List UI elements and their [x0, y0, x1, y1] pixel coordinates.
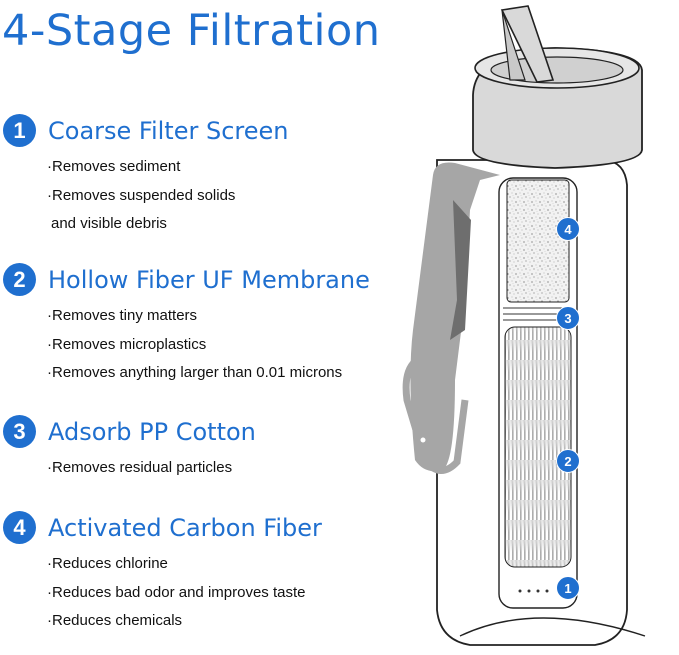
diagram-marker-3: 3 — [556, 306, 580, 330]
stage-1: 1 Coarse Filter Screen ·Removes sediment… — [0, 114, 289, 239]
stage-bullet: ·Removes suspended solids — [47, 186, 236, 204]
water-bottle-illustration — [402, 5, 646, 646]
stage-bullet: ·Reduces bad odor and improves taste — [47, 583, 306, 601]
stage-number-badge: 2 — [3, 263, 36, 296]
stage-title: Hollow Fiber UF Membrane — [48, 265, 370, 294]
stage-bullet: and visible debris — [51, 215, 167, 232]
stage-bullet: ·Removes sediment — [47, 158, 181, 175]
stage-4: 4 Activated Carbon Fiber ·Reduces chlori… — [0, 511, 322, 636]
page-title: 4-Stage Filtration — [2, 6, 381, 56]
stage-bullet: ·Removes microplastics — [47, 335, 207, 353]
stage-bullet: ·Reduces chlorine — [47, 555, 168, 572]
diagram-marker-4: 4 — [556, 217, 580, 241]
stage-bullet: ·Removes tiny matters — [47, 307, 198, 324]
stage-3: 3 Adsorb PP Cotton ·Removes residual par… — [0, 415, 256, 483]
stage-number-badge: 1 — [3, 114, 36, 147]
diagram-marker-1: 1 — [556, 576, 580, 600]
stage-title: Coarse Filter Screen — [48, 116, 289, 145]
stage-bullet: ·Reduces chemicals — [47, 612, 183, 629]
stage-title: Activated Carbon Fiber — [48, 513, 322, 542]
stage-2: 2 Hollow Fiber UF Membrane ·Removes tiny… — [0, 263, 370, 388]
stage-number-badge: 4 — [3, 511, 36, 544]
stage-number-badge: 3 — [3, 415, 36, 448]
stage-bullet: ·Removes anything larger than 0.01 micro… — [47, 364, 343, 381]
diagram-marker-2: 2 — [556, 449, 580, 473]
stage-bullet: ·Removes residual particles — [47, 459, 233, 476]
stage-title: Adsorb PP Cotton — [48, 417, 256, 446]
bottle-diagram: 4 3 2 1 — [395, 0, 679, 651]
